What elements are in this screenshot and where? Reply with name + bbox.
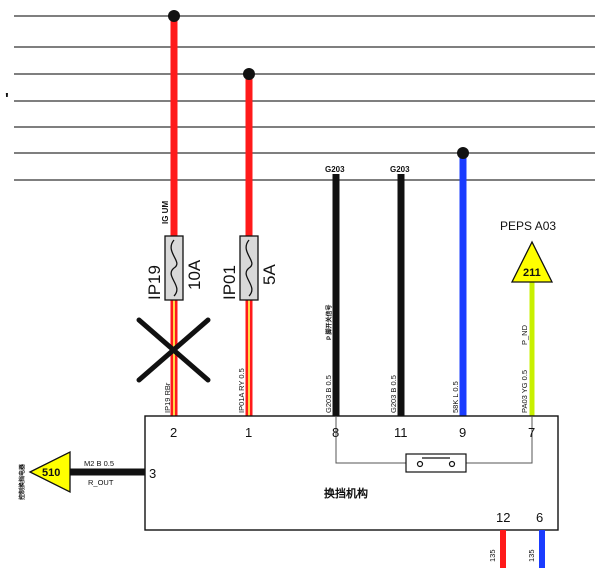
wire-g203-right: G203 (390, 164, 412, 416)
connector-left-label: 控制换挡电器 (18, 463, 26, 500)
wire-labels: IG UM IP19 RBr IP01A RY 0.5 G203 B 0.5 P… (161, 201, 529, 413)
splice-dot-3 (457, 147, 469, 159)
stray-mark: ' (5, 91, 9, 108)
fuse-ip19: IP19 10A (145, 235, 204, 301)
wire-peps: 211 PEPS A03 (500, 219, 556, 416)
switch-contact-right (448, 460, 456, 468)
wire-label-g203-left: G203 B 0.5 (324, 375, 333, 413)
wire-blue (457, 147, 469, 416)
wire-label-ip19: IP19 RBr (163, 382, 172, 413)
module-label: 换挡机构 (324, 486, 368, 500)
fuse-rating: 5A (260, 264, 279, 285)
splice-dot-2 (243, 68, 255, 80)
splice-dot-1 (168, 10, 180, 22)
wire-label-g203-right: G203 B 0.5 (389, 375, 398, 413)
fuse-name: IP19 (145, 265, 164, 300)
cross-mark-icon (136, 317, 211, 383)
pin-1: 1 (245, 425, 252, 440)
pin-12: 12 (496, 510, 510, 525)
bus-lines (14, 15, 595, 181)
connector-peps-ref: 211 (523, 267, 541, 279)
pin-2: 2 (170, 425, 177, 440)
pin-9: 9 (459, 425, 466, 440)
shifter-module: 换挡机构 2 1 8 11 9 7 3 12 6 (144, 415, 559, 531)
wire-label-r-out: R_OUT (88, 478, 114, 487)
pin-6: 6 (536, 510, 543, 525)
bottom-wires: 135 135 (488, 530, 545, 568)
wire-label-blue: 58K L 0.5 (451, 381, 460, 413)
switch-contact-left (416, 460, 424, 468)
pin-3: 3 (149, 466, 156, 481)
connector-left-triangle (28, 450, 71, 494)
pin-8: 8 (332, 425, 339, 440)
ground-tag (325, 164, 347, 174)
wire-label-ip01: IP01A RY 0.5 (237, 368, 246, 413)
ground-tag (390, 164, 412, 174)
wire-label-bottom-6: 135 (527, 549, 536, 562)
wire-ip19 (168, 10, 180, 416)
fuse-name: IP01 (220, 265, 239, 300)
pin-11: 11 (394, 425, 408, 440)
ground-tag-label: G203 (325, 165, 345, 174)
connector-left-ref: 510 (42, 467, 60, 479)
connector-peps-label: PEPS A03 (500, 219, 556, 233)
wire-g203-left: G203 (325, 164, 347, 416)
wire-label-bottom-12: 135 (488, 549, 497, 562)
wire-label-ig: IG UM (161, 201, 170, 224)
ground-tag-label: G203 (390, 165, 410, 174)
module-box (144, 415, 559, 531)
pin-7: 7 (528, 425, 535, 440)
fuse-rating: 10A (185, 259, 204, 290)
wire-ip01 (243, 68, 255, 416)
fuse-element-icon (170, 239, 178, 297)
connector-peps-triangle (510, 240, 554, 283)
wire-label-p-nd: P_ND (520, 324, 529, 345)
fuse-ip01: IP01 5A (220, 235, 279, 301)
wire-label-m2: M2 B 0.5 (84, 459, 114, 468)
wire-label-pa03: PA03 YG 0.5 (520, 370, 529, 413)
fuse-element-icon (245, 239, 253, 297)
switch-icon (405, 453, 467, 473)
wire-left-out: 510 控制换挡电器 M2 B 0.5 R_OUT (18, 450, 145, 500)
wire-label-p-mark: P 脚开关信号 (325, 304, 333, 340)
